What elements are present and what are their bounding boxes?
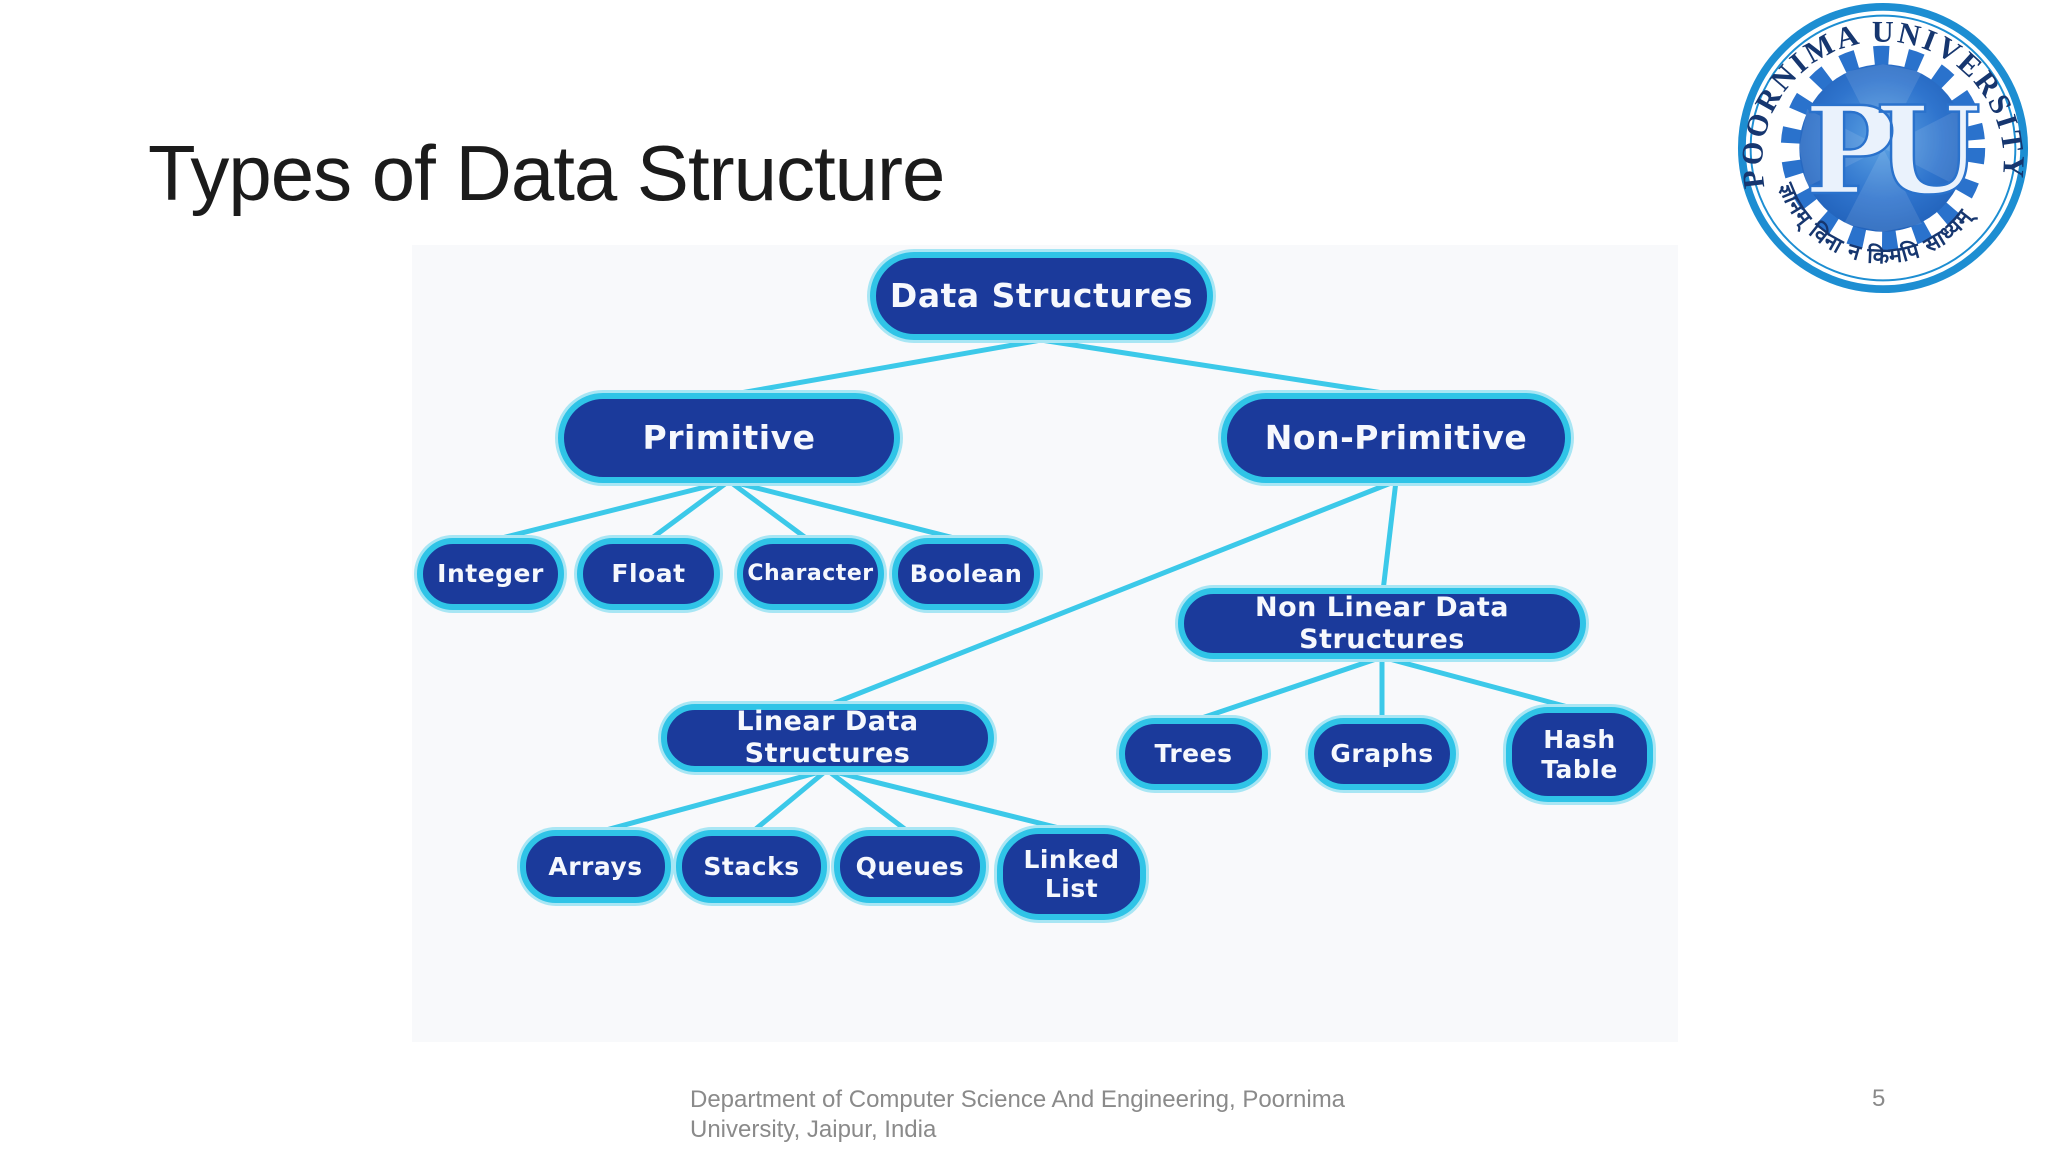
logo-inner-ring	[1749, 14, 2017, 282]
node-arrays: Arrays	[520, 830, 671, 903]
node-integer: Integer	[417, 538, 564, 610]
node-queues: Queues	[834, 830, 986, 903]
node-float: Float	[577, 538, 720, 610]
node-data-structures: Data Structures	[870, 252, 1213, 340]
node-character: Character	[737, 538, 884, 610]
footer-line-2: University, Jaipur, India	[690, 1116, 937, 1143]
node-boolean: Boolean	[892, 538, 1040, 610]
node-primitive: Primitive	[558, 393, 900, 483]
node-hash-table: Hash Table	[1506, 707, 1653, 802]
page-number: 5	[1872, 1085, 1886, 1112]
gear-icon	[1780, 45, 1986, 251]
connector-lines	[487, 337, 1582, 836]
node-non-primitive: Non-Primitive	[1221, 393, 1571, 483]
page-title: Types of Data Structure	[148, 129, 945, 217]
node-trees: Trees	[1119, 718, 1268, 790]
logo-monogram: PU	[1804, 81, 1978, 222]
footer-line-1: Department of Computer Science And Engin…	[690, 1086, 1346, 1113]
footer-text: Department of Computer Science And Engin…	[690, 1085, 1345, 1145]
node-graphs: Graphs	[1308, 718, 1456, 790]
node-stacks: Stacks	[676, 830, 827, 903]
node-non-linear-data-structures: Non Linear Data Structures	[1178, 588, 1586, 659]
node-linked-list: Linked List	[997, 828, 1146, 920]
university-logo: PU POORNIMA UNIVERSITY ज्ञानम् विना न कि…	[1737, 2, 2028, 294]
node-linear-data-structures: Linear Data Structures	[661, 704, 994, 772]
diagram-panel: Data Structures Primitive Non-Primitive …	[412, 245, 1678, 1042]
